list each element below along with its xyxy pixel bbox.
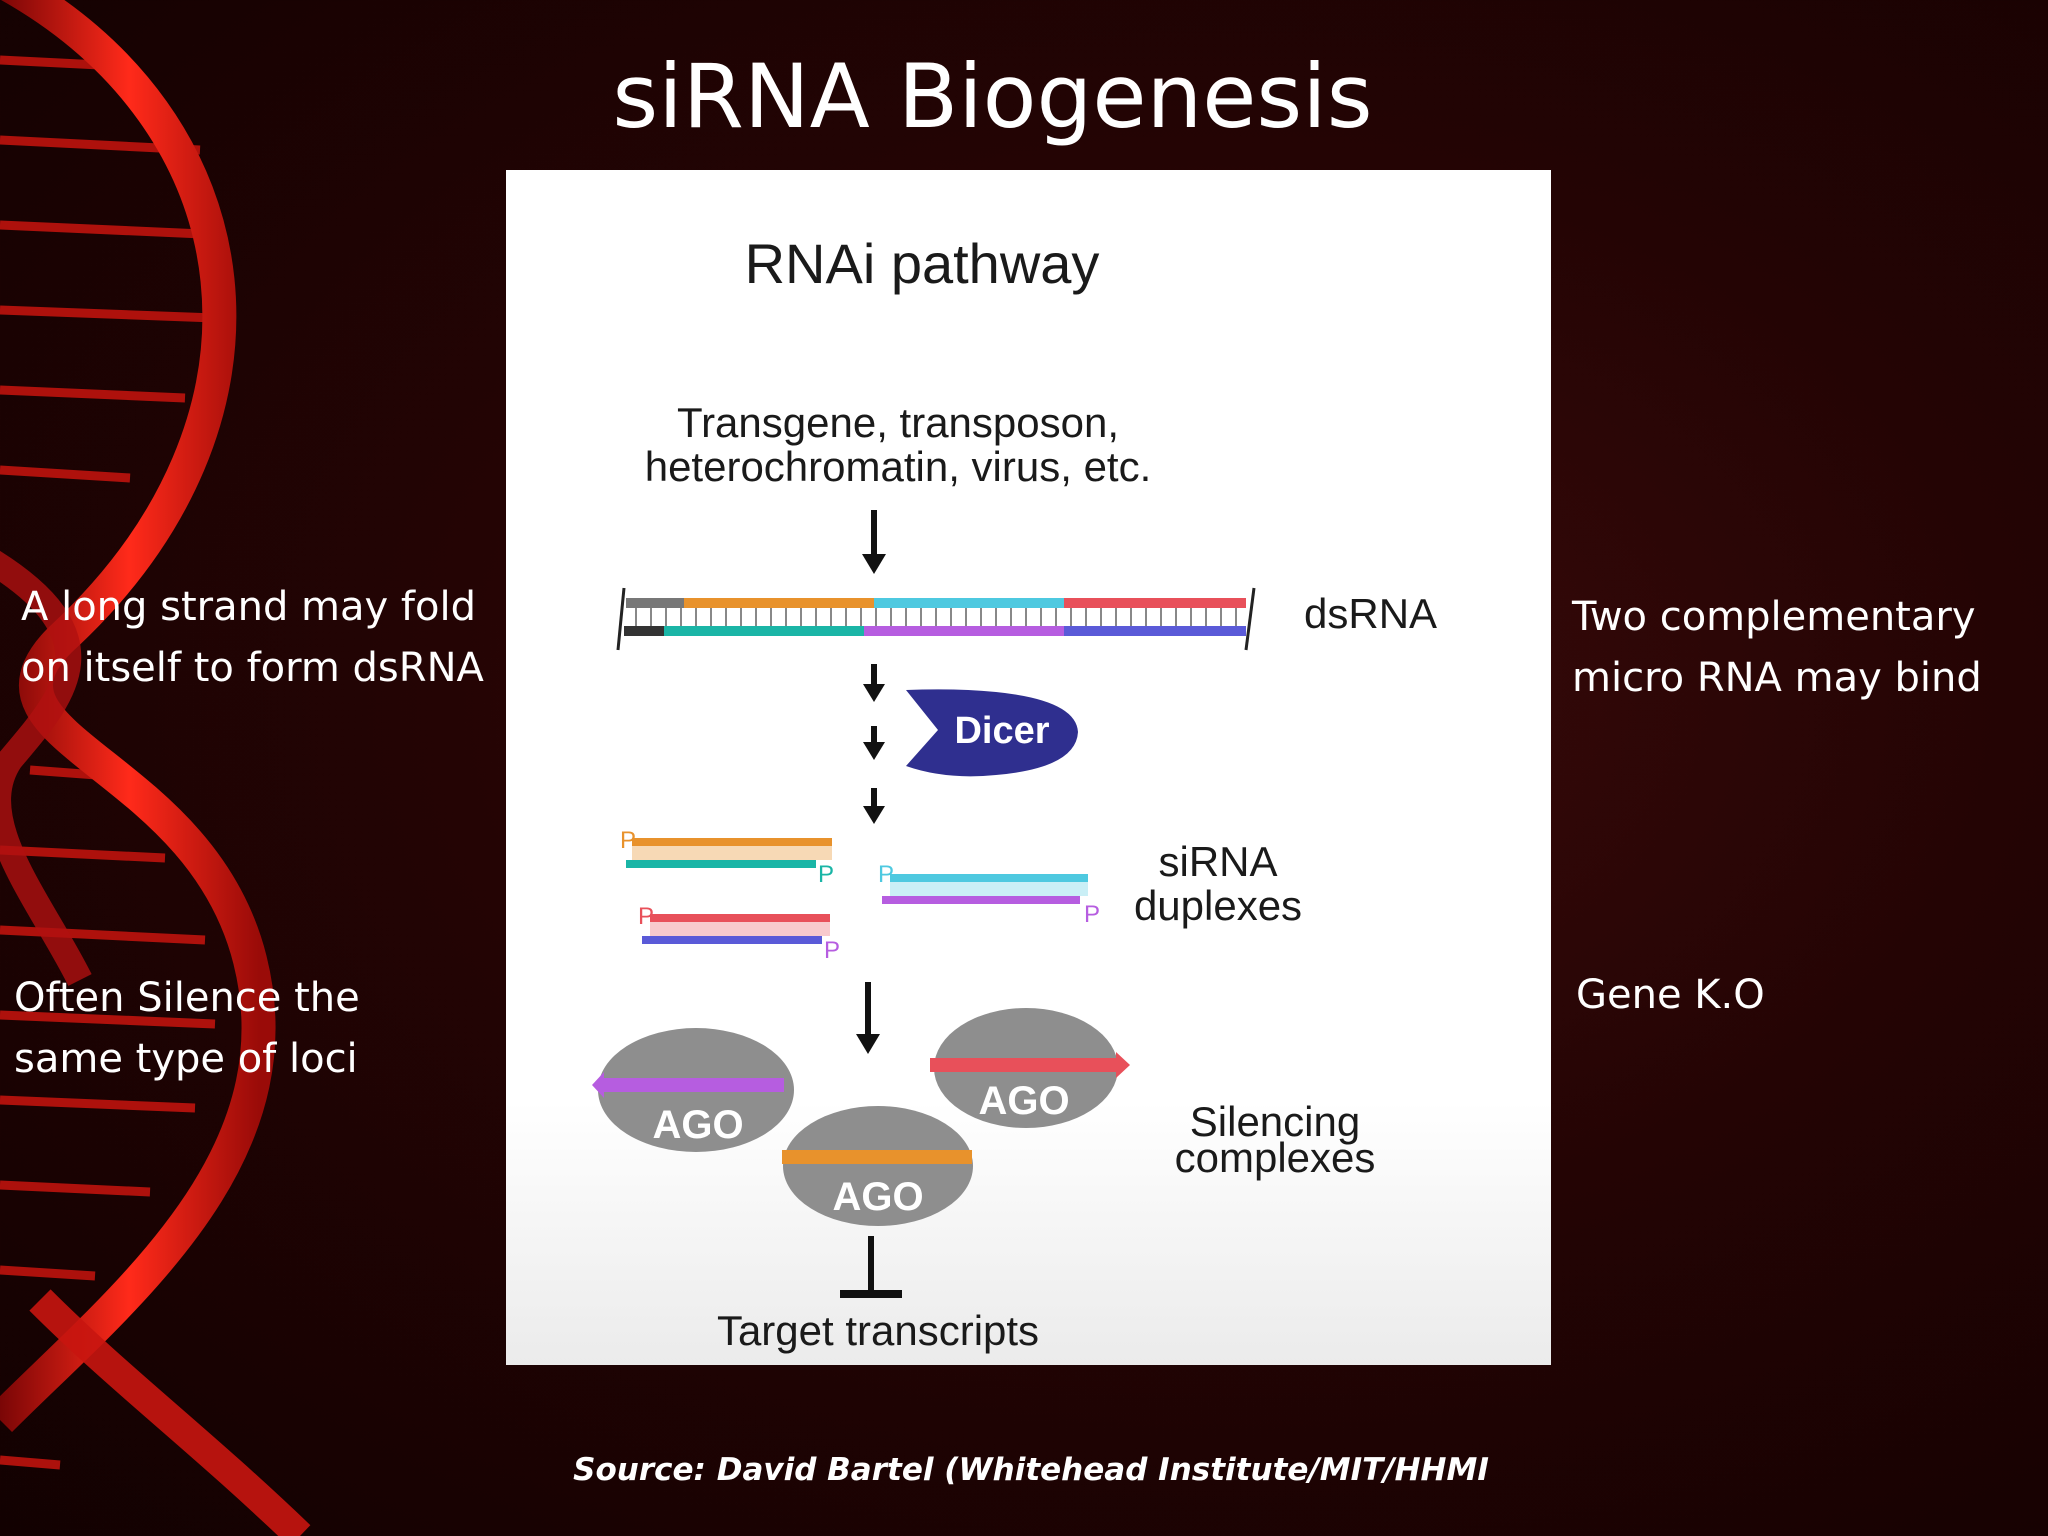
sirna-duplex: P P	[878, 861, 1100, 928]
inhibition-bar-icon	[840, 1236, 902, 1298]
slide-title: siRNA Biogenesis	[612, 45, 1373, 148]
silencing-label-2: complexes	[1175, 1134, 1376, 1181]
note-fold-dsrna: A long strand may fold on itself to form…	[21, 584, 484, 691]
diagram-title: RNAi pathway	[745, 232, 1100, 295]
dicer-label: Dicer	[954, 710, 1049, 752]
note-silence-loci: Often Silence the same type of loci	[14, 975, 360, 1082]
rnai-pathway-diagram: RNAi pathway Transgene, transposon, hete…	[506, 170, 1551, 1365]
svg-text:AGO: AGO	[652, 1103, 743, 1147]
ago-complex: AGO	[592, 1028, 794, 1152]
ago-complex: AGO	[782, 1106, 973, 1226]
arrow-down-icon	[863, 788, 885, 824]
svg-text:P: P	[818, 861, 834, 888]
arrow-down-icon	[863, 664, 885, 702]
svg-text:P: P	[620, 827, 636, 854]
arrow-down-icon	[863, 726, 885, 760]
dna-helix-decoration	[0, 0, 311, 1536]
sirna-duplex: P P	[638, 903, 840, 964]
dsrna-label: dsRNA	[1304, 590, 1437, 637]
sources-line-1: Transgene, transposon,	[677, 399, 1119, 446]
duplex-label-2: duplexes	[1134, 882, 1302, 929]
svg-text:AGO: AGO	[832, 1175, 923, 1219]
svg-text:AGO: AGO	[978, 1079, 1069, 1123]
source-citation: Source: David Bartel (Whitehead Institut…	[573, 1452, 1489, 1488]
arrow-down-icon	[862, 510, 886, 574]
silencing-label-1: Silencing	[1190, 1098, 1360, 1145]
target-label: Target transcripts	[717, 1307, 1039, 1354]
arrow-down-icon	[856, 982, 880, 1054]
svg-text:P: P	[638, 903, 654, 930]
sirna-duplex: P P	[620, 827, 834, 888]
note-complementary-rna: Two complementary micro RNA may bind	[1572, 594, 1982, 701]
dsrna-molecule	[616, 587, 1256, 651]
note-gene-ko: Gene K.O	[1576, 972, 1765, 1018]
dicer-enzyme-icon: Dicer	[906, 689, 1078, 777]
sources-line-2: heterochromatin, virus, etc.	[645, 443, 1152, 490]
ago-complex: AGO	[930, 1008, 1130, 1128]
svg-text:P: P	[1084, 901, 1100, 928]
svg-text:P: P	[824, 937, 840, 964]
duplex-label-1: siRNA	[1158, 838, 1277, 885]
